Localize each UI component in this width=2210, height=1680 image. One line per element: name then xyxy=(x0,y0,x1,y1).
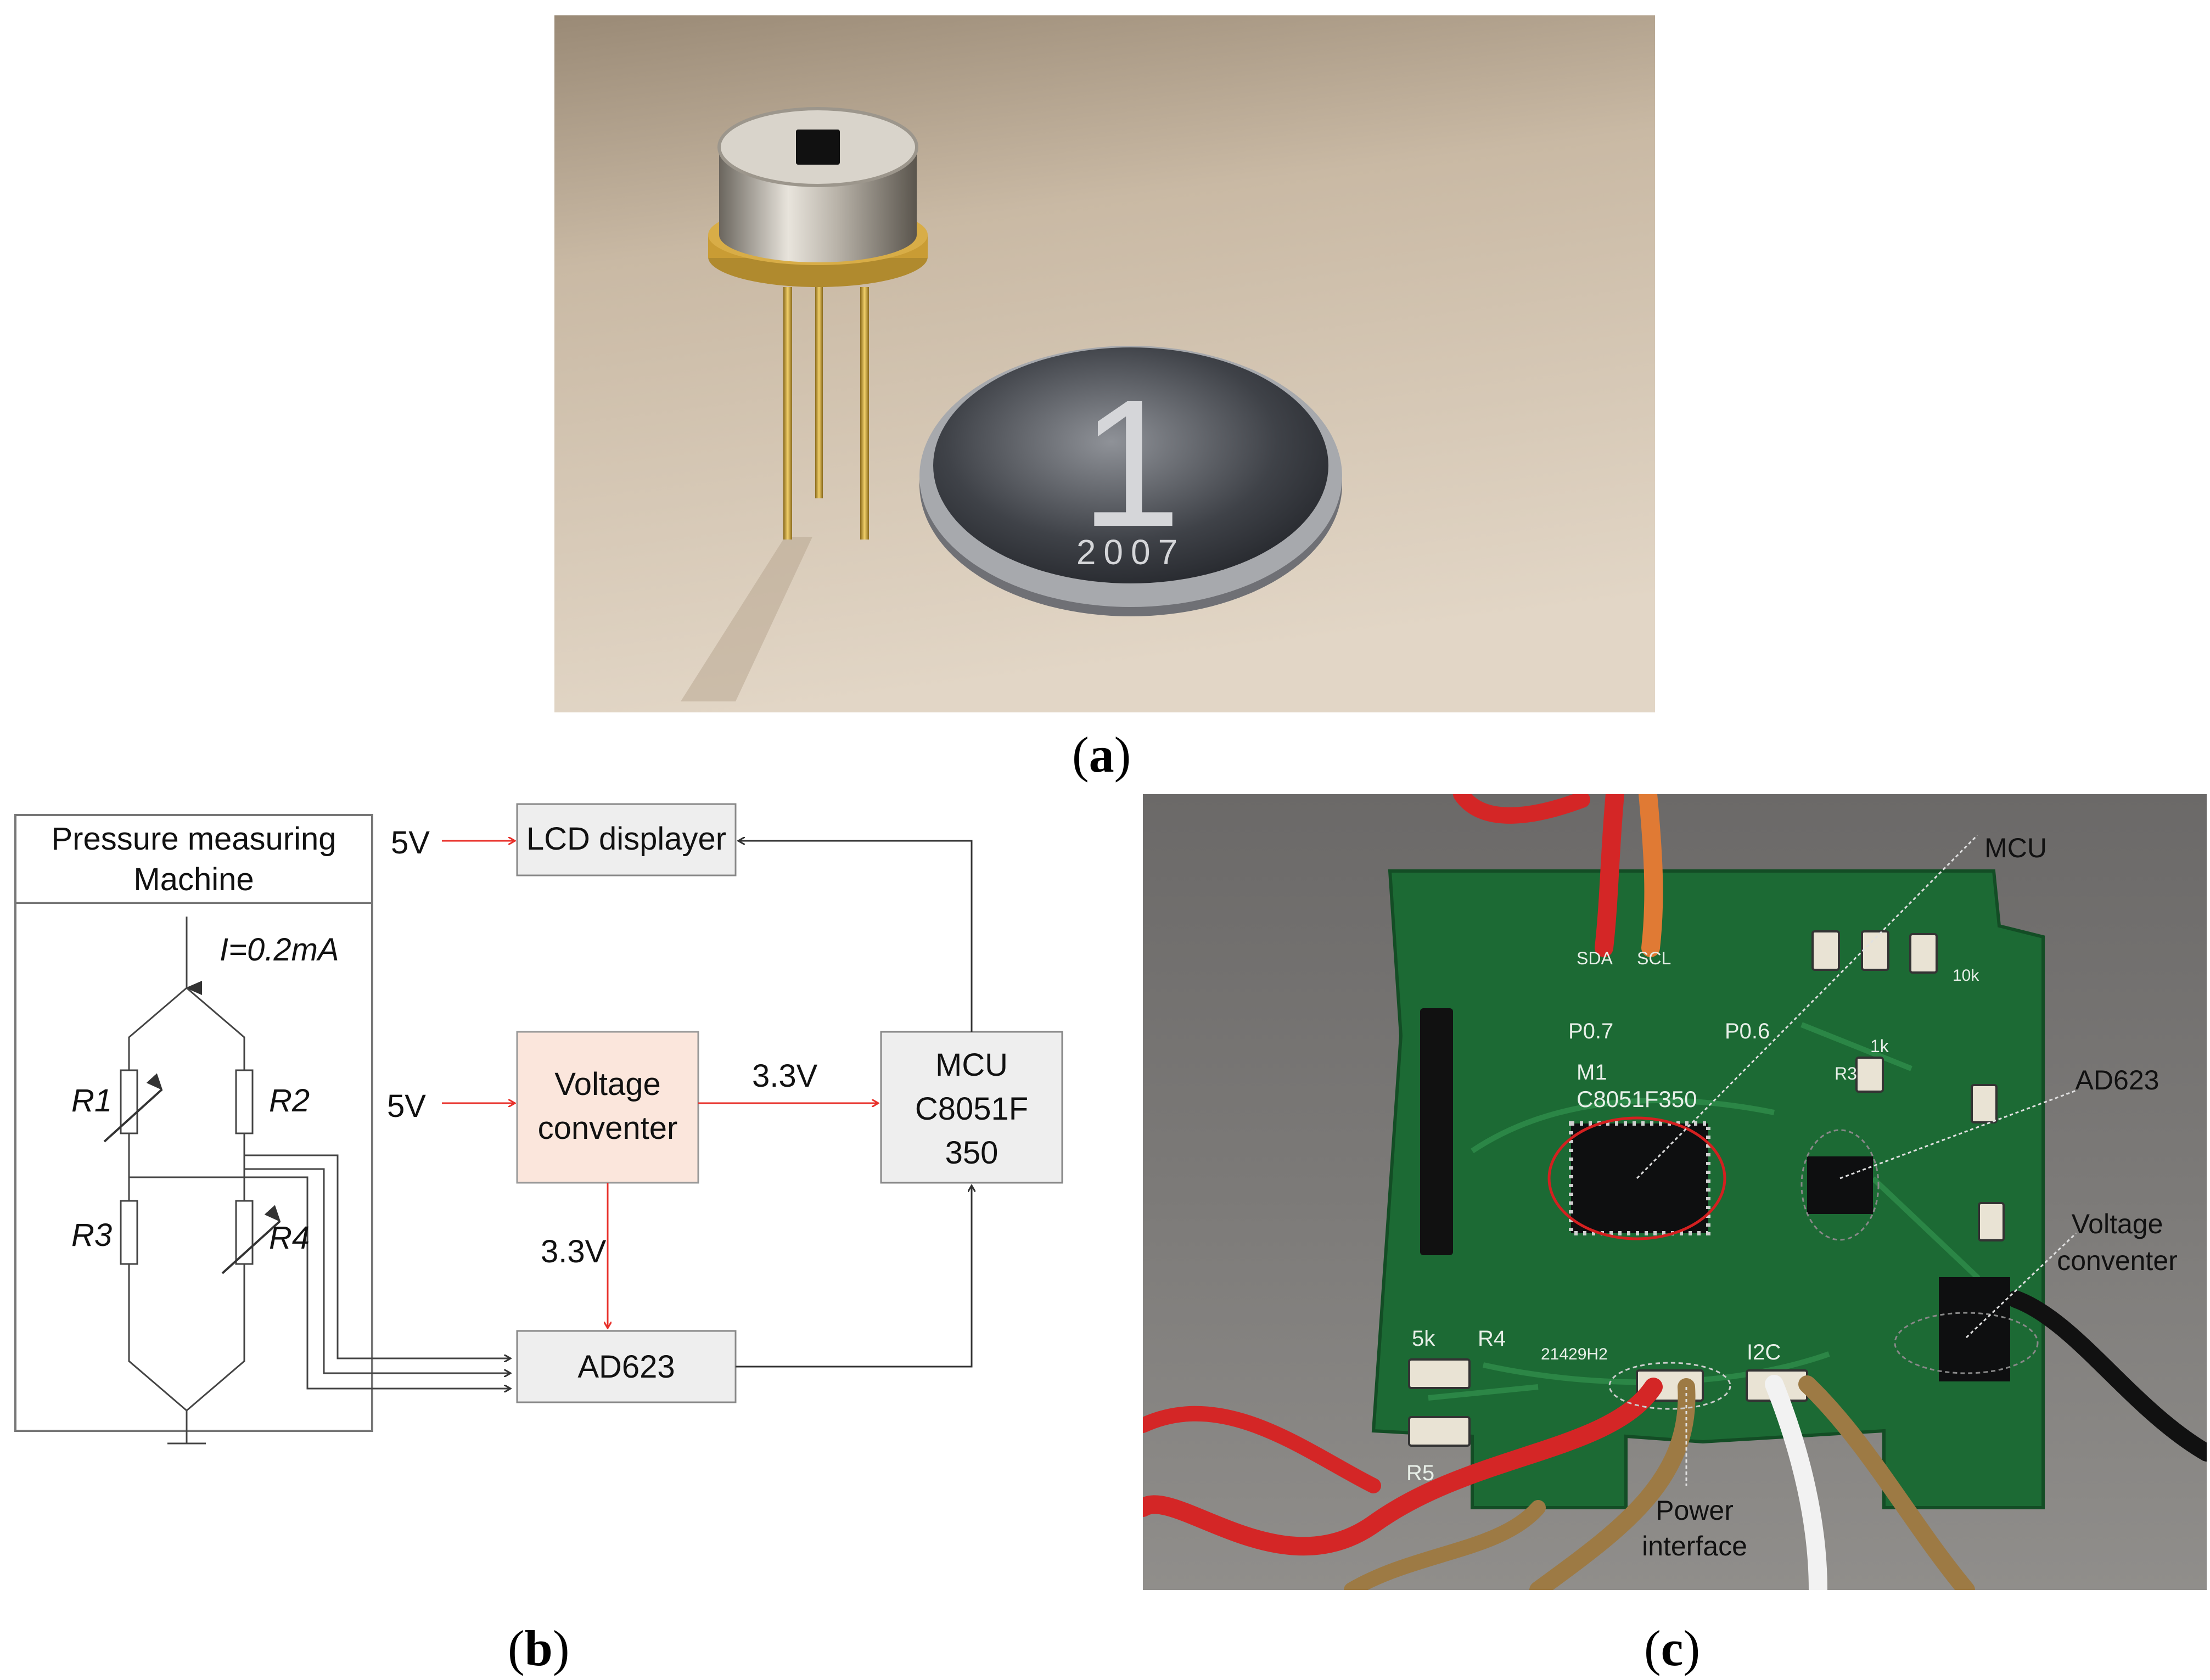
svg-text:R3: R3 xyxy=(1835,1064,1857,1083)
voltage-5v-lcd: 5V xyxy=(391,825,430,861)
svg-text:C8051F: C8051F xyxy=(915,1091,1028,1127)
pyroelectric-sensor xyxy=(708,107,928,287)
svg-text:C8051F350: C8051F350 xyxy=(1577,1086,1697,1112)
resistor-r4: R4 xyxy=(221,1200,310,1274)
voltage-5v-conv: 5V xyxy=(387,1088,426,1124)
voltage-33-ad: 3.3V xyxy=(541,1234,607,1269)
resistor-r3: R3 xyxy=(71,1200,138,1265)
svg-text:10k: 10k xyxy=(1953,967,1979,985)
current-label: I=0.2mA xyxy=(220,932,339,968)
mcu-chip xyxy=(1547,1116,1726,1240)
svg-text:R5: R5 xyxy=(1406,1461,1434,1485)
svg-text:M1: M1 xyxy=(1577,1060,1607,1085)
mcu-block: MCU C8051F 350 xyxy=(880,1031,1063,1184)
svg-text:R2: R2 xyxy=(269,1083,310,1119)
power-lines xyxy=(442,841,878,1328)
wheatstone-bridge xyxy=(128,917,511,1445)
callout-mcu: MCU xyxy=(1984,833,2047,863)
svg-text:P0.6: P0.6 xyxy=(1725,1019,1770,1043)
svg-text:P0.7: P0.7 xyxy=(1568,1019,1613,1043)
coin-year: 2007 xyxy=(1076,532,1185,572)
power-interface-highlight xyxy=(1608,1362,1731,1410)
ad623-block: AD623 xyxy=(516,1330,737,1403)
svg-text:MCU: MCU xyxy=(935,1047,1008,1083)
voltage-converter-chip xyxy=(1894,1277,2039,1381)
svg-text:Voltage: Voltage xyxy=(554,1066,661,1102)
svg-text:SDA: SDA xyxy=(1577,948,1613,968)
machine-title-line1: Pressure measuring xyxy=(52,821,336,857)
svg-text:R4: R4 xyxy=(269,1220,310,1256)
callout-power-line1: Power xyxy=(1656,1495,1734,1526)
callout-lines xyxy=(1636,834,2077,1486)
ad623-chip xyxy=(1800,1129,1880,1241)
svg-text:R1: R1 xyxy=(71,1083,112,1119)
callout-voltage-line1: Voltage xyxy=(2072,1209,2163,1239)
silkscreen: SDA SCL P0.7 P0.6 M1 C8051F350 1k R3 10k… xyxy=(1406,948,1979,1485)
voltage-converter-block: Voltage conventer xyxy=(516,1031,699,1184)
panel-label-b: (b) xyxy=(508,1620,570,1676)
svg-text:21429H2: 21429H2 xyxy=(1541,1345,1608,1363)
callout-ad623: AD623 xyxy=(2076,1065,2159,1095)
svg-text:R3: R3 xyxy=(71,1217,112,1253)
header-pins xyxy=(1420,1008,1453,1255)
svg-text:SCL: SCL xyxy=(1637,948,1671,968)
machine-title-line2: Machine xyxy=(133,862,254,897)
resistor-r1: R1 xyxy=(71,1069,163,1143)
svg-text:1k: 1k xyxy=(1870,1036,1889,1056)
photo-c: SDA SCL P0.7 P0.6 M1 C8051F350 1k R3 10k… xyxy=(1143,794,2207,1590)
pressure-machine-box: Pressure measuring Machine xyxy=(14,814,373,1432)
diagram-b: Pressure measuring Machine I=0.2mA R1 R2… xyxy=(14,803,1063,1445)
lcd-displayer-block: LCD displayer xyxy=(516,803,737,876)
svg-text:5k: 5k xyxy=(1412,1327,1435,1351)
callout-power-line2: interface xyxy=(1642,1531,1747,1561)
coin-numeral: 1 xyxy=(1080,362,1181,564)
panel-label-a: (a) xyxy=(1072,727,1131,783)
panel-label-c: (c) xyxy=(1644,1620,1701,1676)
photo-a: 1 2007 xyxy=(554,15,1655,712)
voltage-33-mcu: 3.3V xyxy=(752,1058,818,1094)
resistor-r2: R2 xyxy=(235,1069,310,1134)
svg-text:conventer: conventer xyxy=(538,1110,678,1146)
sensor-pins xyxy=(783,287,869,540)
svg-text:R4: R4 xyxy=(1478,1327,1506,1351)
svg-text:LCD displayer: LCD displayer xyxy=(526,821,726,857)
svg-text:AD623: AD623 xyxy=(577,1349,675,1385)
signal-lines xyxy=(736,841,972,1368)
svg-text:I2C: I2C xyxy=(1747,1340,1781,1364)
callout-voltage-line2: conventer xyxy=(2057,1245,2178,1276)
coin: 1 2007 xyxy=(919,346,1342,616)
wires xyxy=(1143,794,2207,1590)
svg-text:350: 350 xyxy=(945,1135,999,1171)
